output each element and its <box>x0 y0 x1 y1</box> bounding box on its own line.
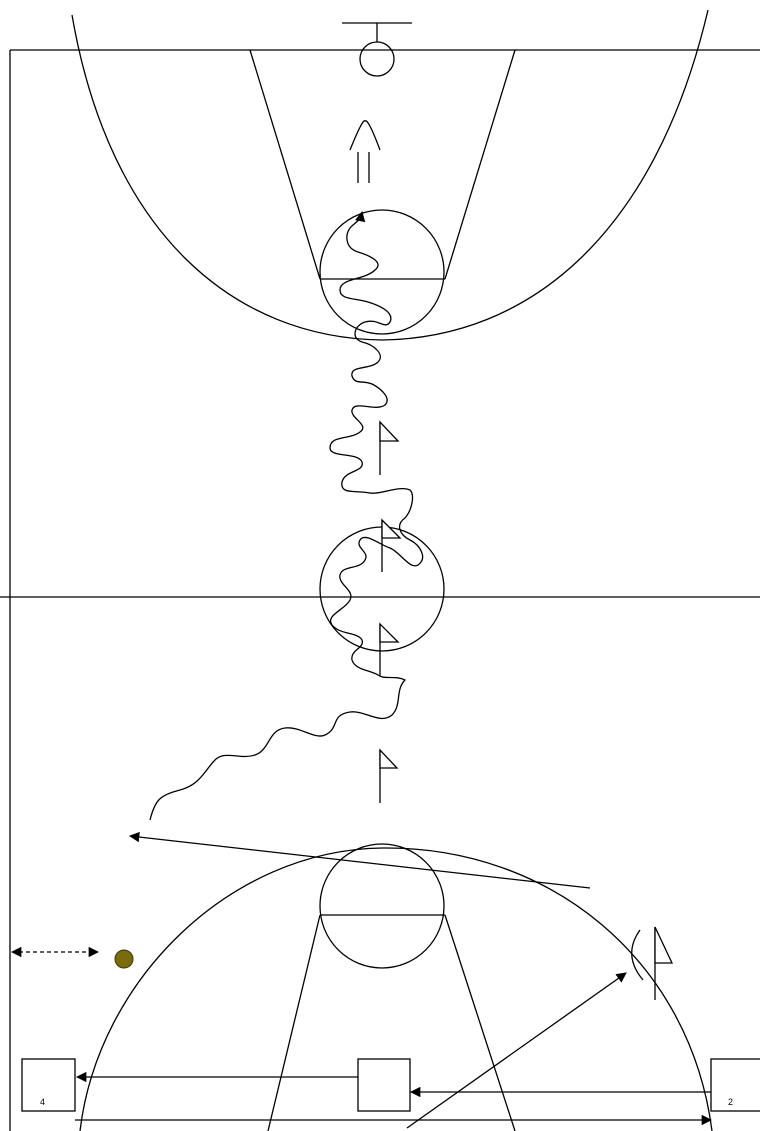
cone-icon <box>379 748 399 803</box>
direction-arrow-icon <box>349 120 381 183</box>
player-label: 2 <box>728 1097 733 1107</box>
free-throw-circle-top <box>319 209 445 335</box>
cone-icon <box>379 622 400 676</box>
pass-arrow-long <box>128 831 591 889</box>
free-throw-circle-bottom <box>319 843 445 969</box>
top-half <box>71 9 709 341</box>
player-left: 4 <box>21 1058 76 1112</box>
lane-line-bottom-right <box>444 914 516 1131</box>
ball-icon <box>114 949 134 969</box>
three-point-arc-top <box>71 9 709 341</box>
lane-line-bottom-left <box>267 914 321 1131</box>
three-point-arc-bottom <box>79 847 713 1131</box>
player-middle <box>357 1058 411 1112</box>
flag-icon <box>631 926 674 1000</box>
cone-icon <box>381 518 402 572</box>
bottom-half <box>79 843 713 1131</box>
lane-line-top-left <box>249 49 321 280</box>
lane-line-top-right <box>444 49 516 280</box>
cone-icon <box>379 420 400 475</box>
court-outline <box>0 49 760 1131</box>
cut-arrow <box>406 972 627 1129</box>
player-right: 2 <box>710 1058 760 1112</box>
player-label: 4 <box>40 1097 45 1107</box>
dribble-path <box>149 210 424 821</box>
basket-icon <box>342 22 412 77</box>
